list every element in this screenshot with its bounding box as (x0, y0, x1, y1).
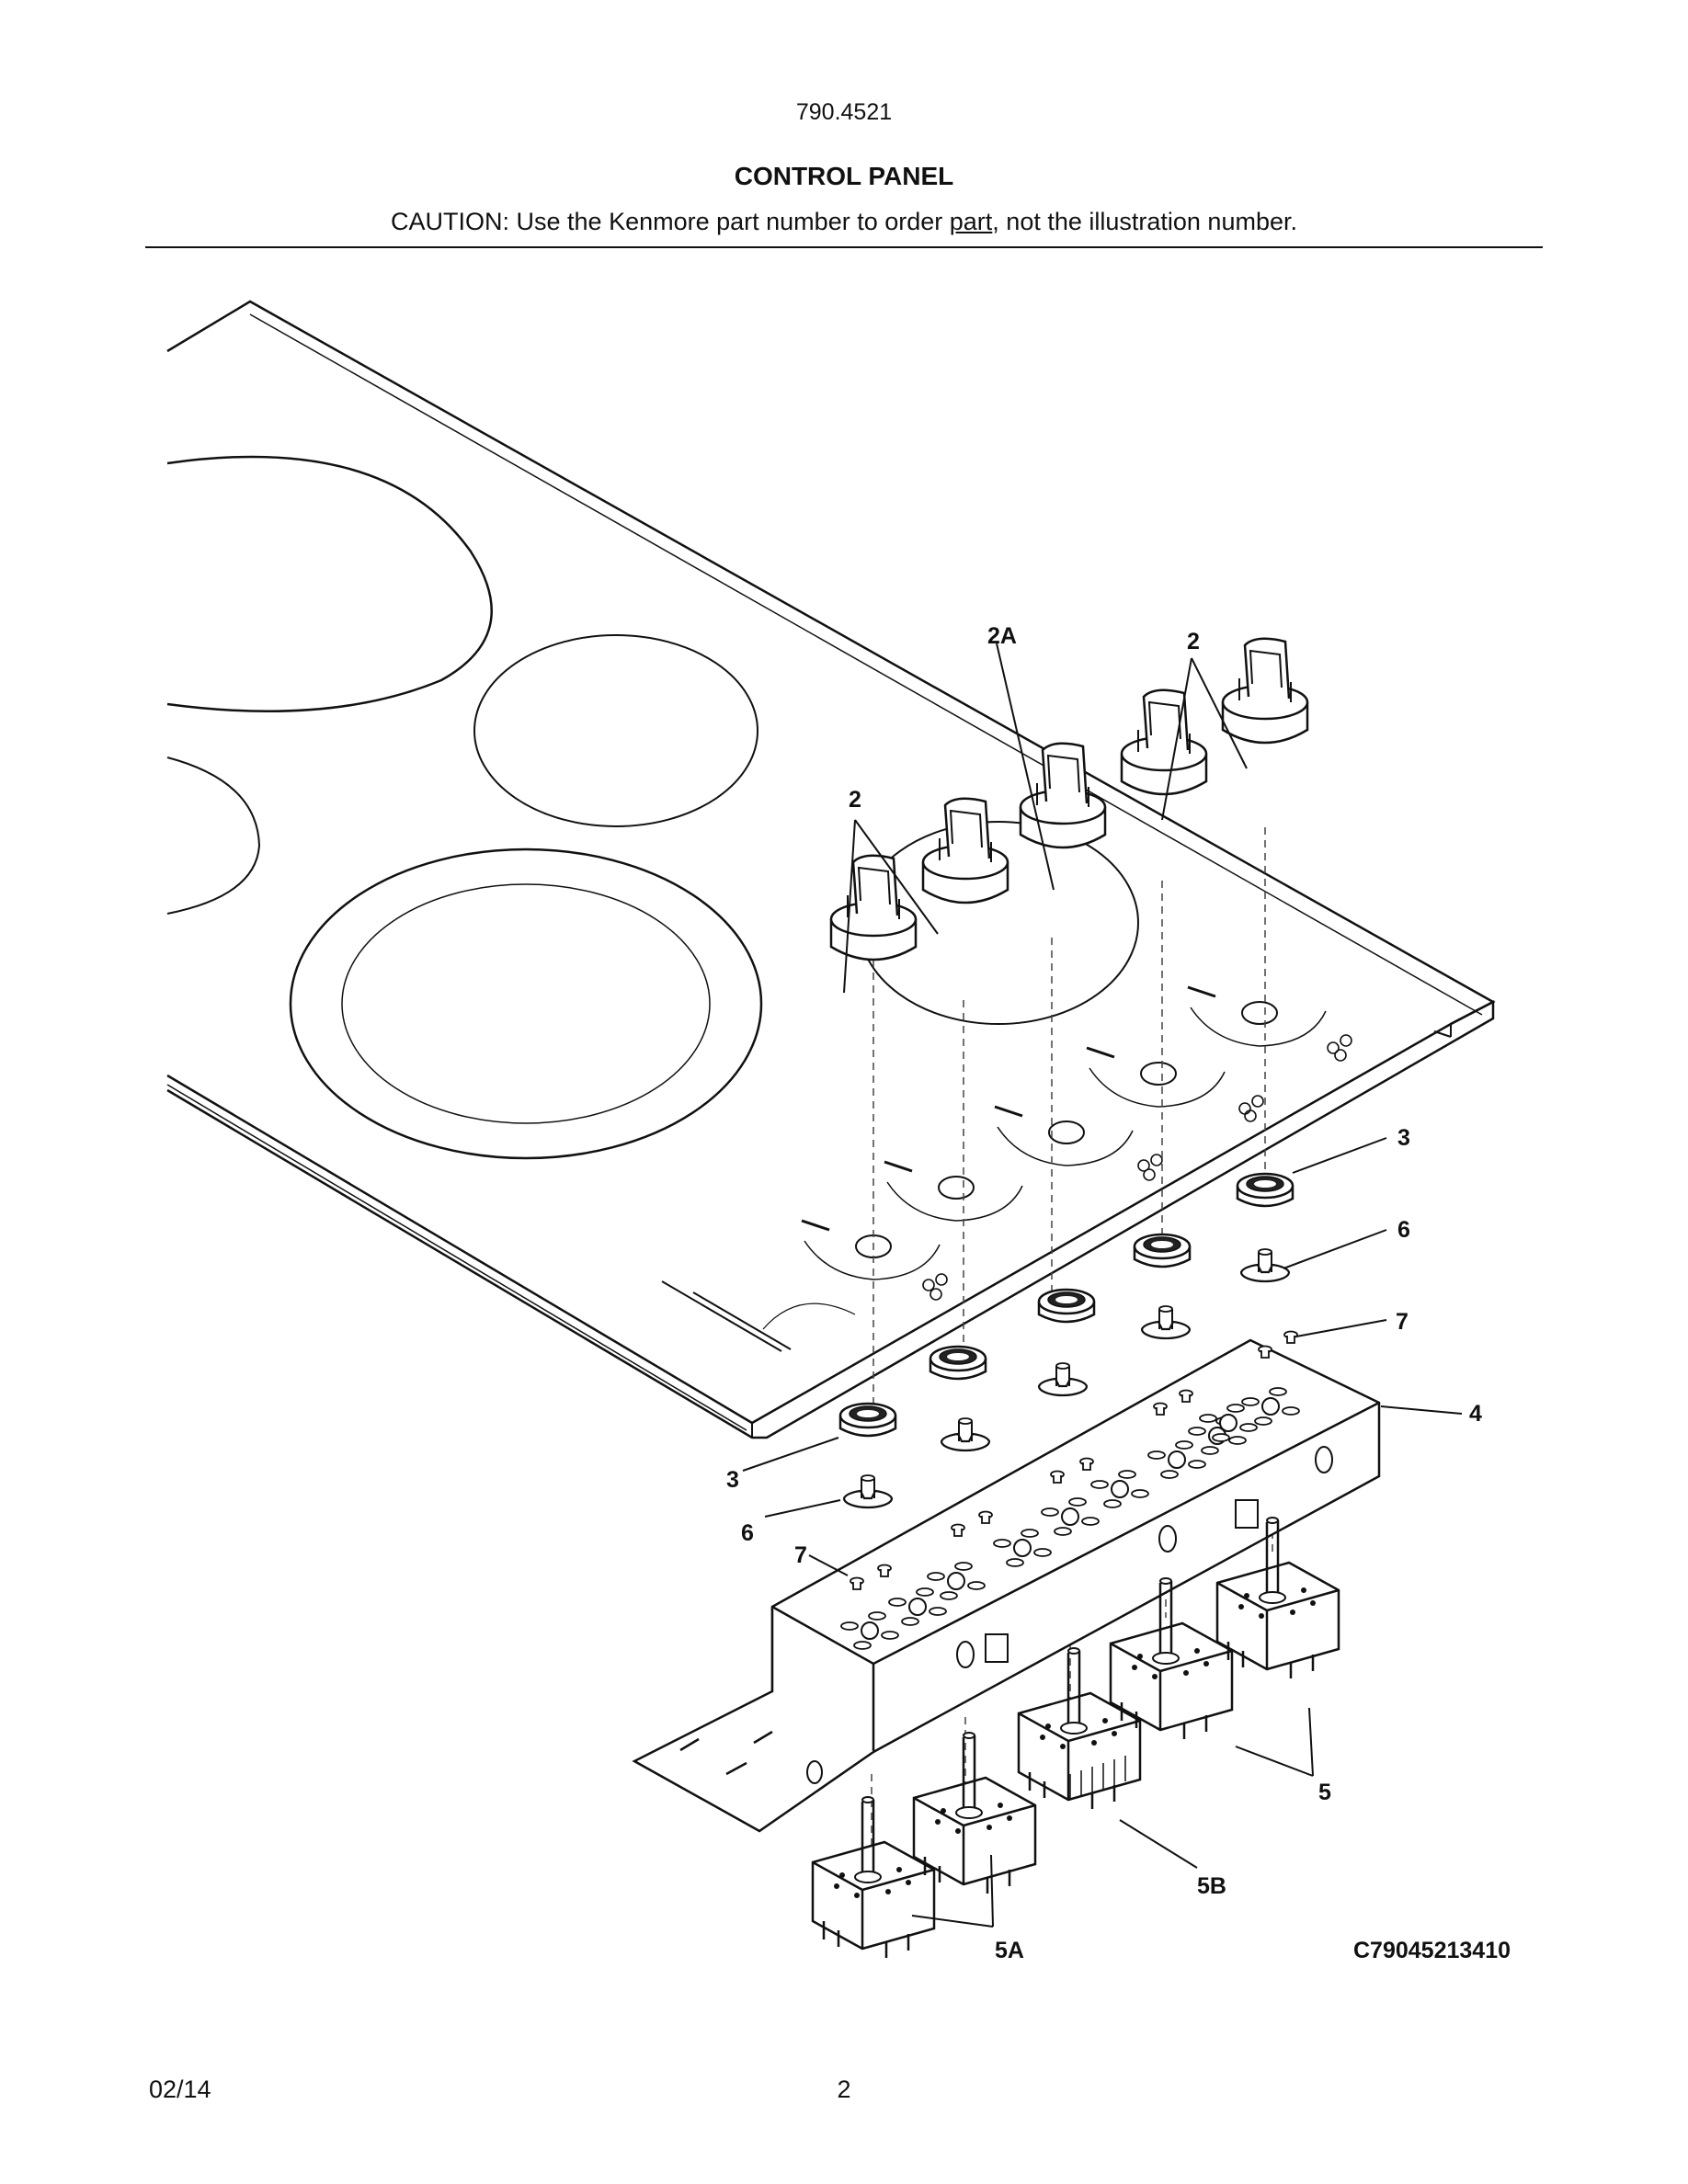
leader-lines (742, 643, 1463, 1928)
exploded-parts-diagram: 2A 2 2 3 6 7 4 3 6 7 5 5B 5A C7904521341… (166, 300, 1511, 1963)
cooktop-glass (166, 300, 1496, 1439)
mounting-bracket (632, 1338, 1381, 1833)
caution-note: CAUTION: Use the Kenmore part number to … (0, 208, 1688, 236)
header-rule (145, 246, 1543, 248)
caution-underlined: part (949, 208, 993, 235)
callout-5a: 5A (995, 1938, 1024, 1963)
footer-date: 02/14 (149, 2076, 211, 2103)
callout-2-left: 2 (849, 787, 861, 813)
callout-7-right: 7 (1396, 1309, 1409, 1335)
caution-prefix: CAUTION: Use the Kenmore part number to … (391, 208, 950, 235)
page-number: 2 (837, 2076, 851, 2103)
page-title: CONTROL PANEL (734, 162, 954, 190)
callout-5: 5 (1318, 1780, 1331, 1805)
infinite-switches (811, 1516, 1340, 1960)
drawing-code: C79045213410 (1353, 1938, 1511, 1963)
caution-suffix: , not the illustration number. (992, 208, 1297, 235)
knobs (829, 637, 1309, 961)
callout-3-left: 3 (726, 1467, 739, 1493)
callout-6-right: 6 (1397, 1217, 1410, 1243)
callout-labels: 2A 2 2 3 6 7 4 3 6 7 5 5B 5A C7904521341… (726, 623, 1511, 1963)
callout-3-right: 3 (1397, 1125, 1410, 1151)
callout-6-left: 6 (741, 1520, 754, 1546)
model-number: 790.4521 (795, 99, 893, 125)
callout-2-right: 2 (1187, 629, 1200, 654)
callout-2a: 2A (987, 623, 1017, 649)
callout-7-left: 7 (794, 1542, 807, 1568)
dial-markings (800, 985, 1352, 1301)
callout-4: 4 (1469, 1401, 1482, 1427)
callout-5b: 5B (1197, 1873, 1226, 1899)
